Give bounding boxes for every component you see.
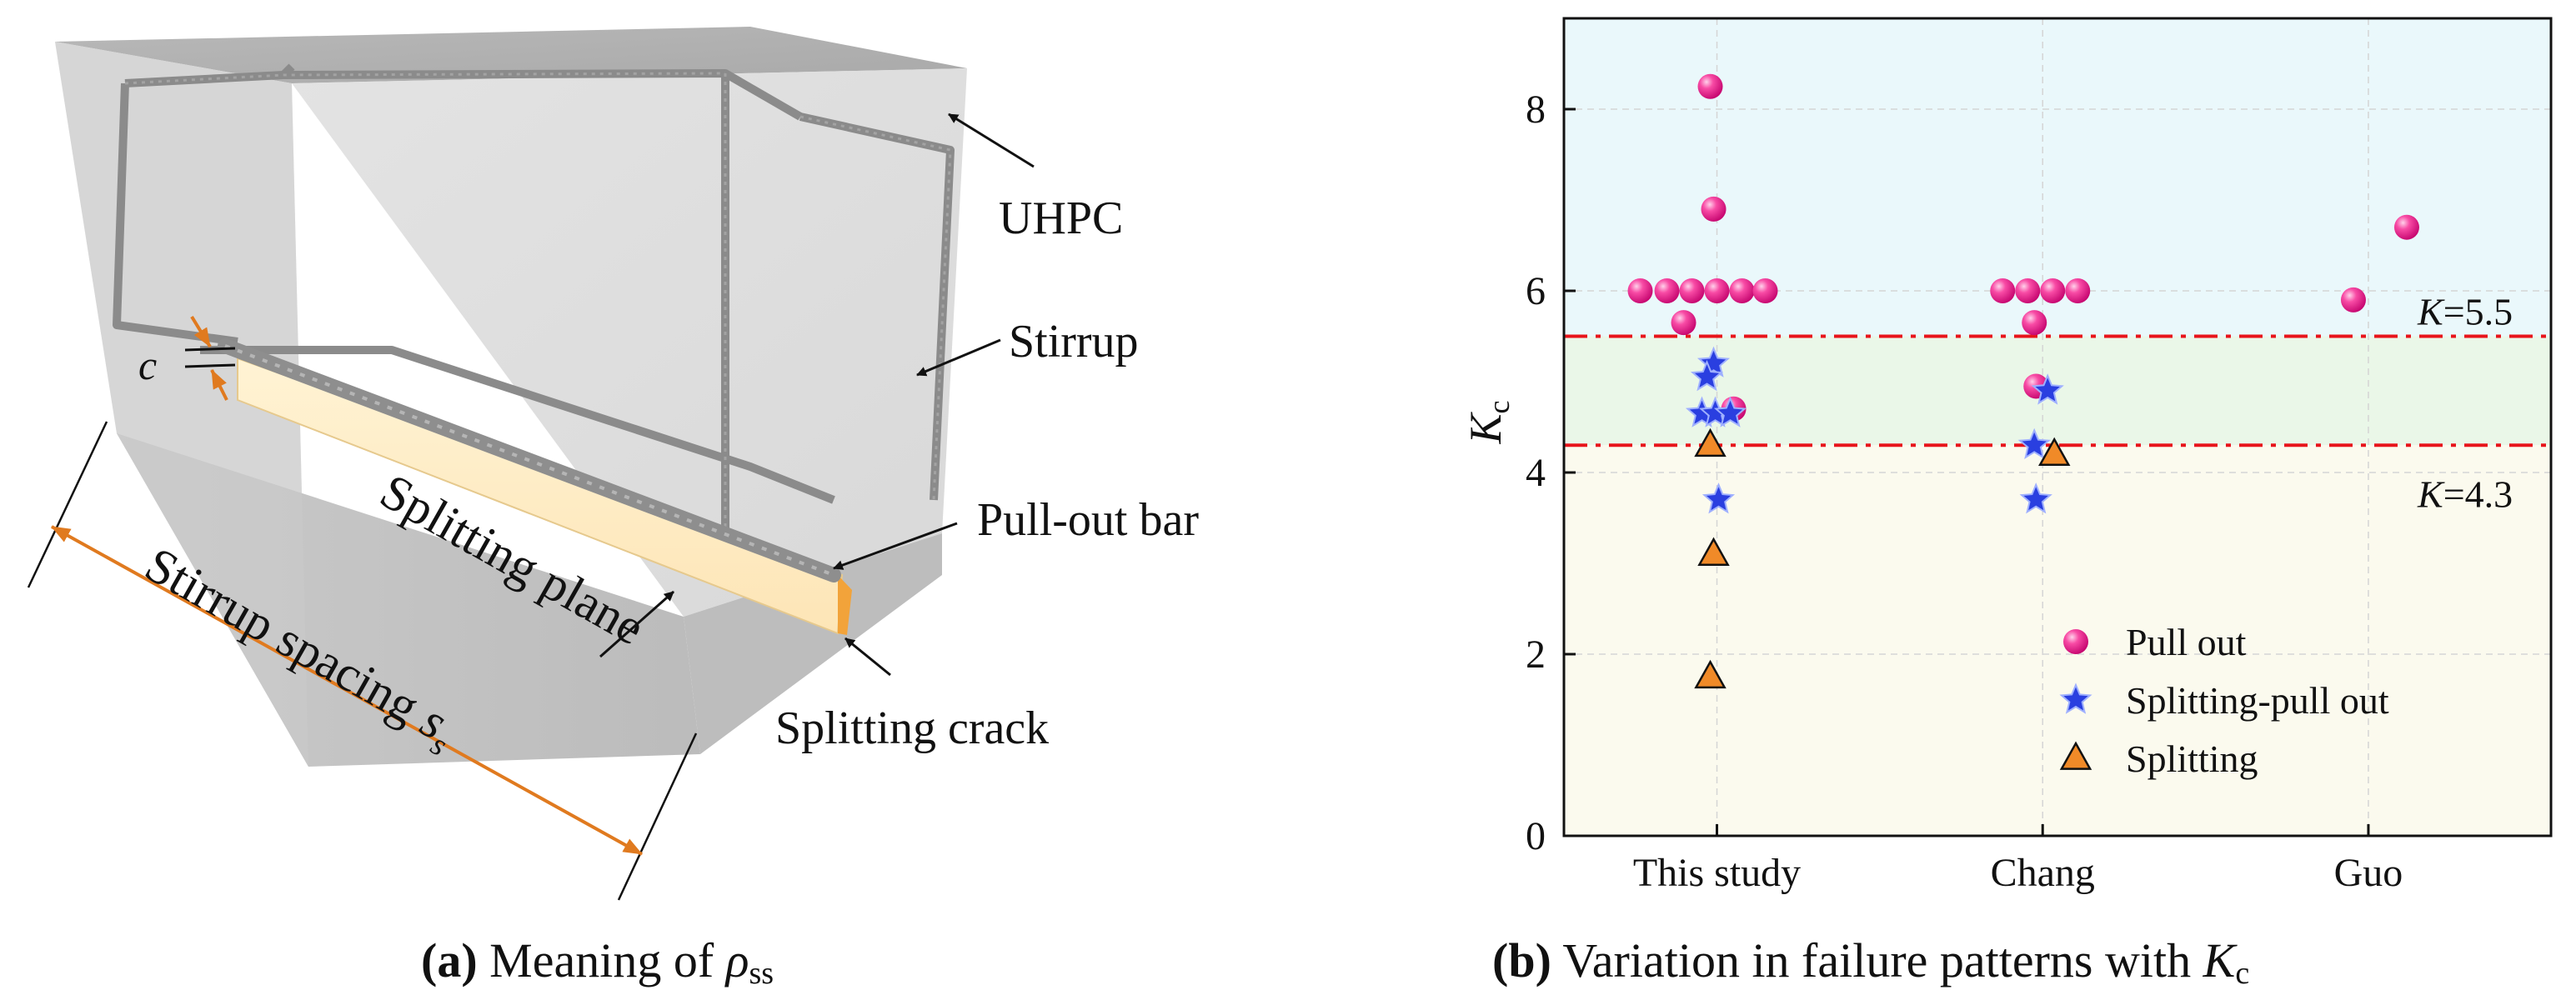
cover-arrow-top [190,315,212,348]
threshold-label: K=5.5 [2417,291,2513,333]
threshold-label: K=4.3 [2417,472,2513,515]
splitting-crack-label: Splitting crack [775,702,1049,754]
legend-label: Pull out [2126,621,2247,663]
splitting-pull-out-point [1701,482,1736,514]
data-points [1627,73,2419,689]
concrete-end-face [684,533,942,754]
plot-frame [1562,17,2553,838]
splitting-point [1694,428,1727,458]
cover-arrow-bottom [210,369,228,401]
panel-a-caption: (a) Meaning of ρss [421,933,774,991]
y-tick-label: 2 [1526,632,1546,677]
pull-out-point [1627,278,1653,303]
pull-out-point [1697,73,1723,99]
splitting-pull-out-point [2019,482,2052,514]
pull-out-point [1679,278,1705,303]
splitting-point [1697,537,1730,566]
concrete-side-face [292,68,967,617]
legend-marker-pull-out [2063,629,2088,654]
splitting-crack-leader [844,637,891,677]
pull-out-point [2340,287,2366,312]
x-tick-label: This study [1633,851,1801,895]
panel-a-illustration: c Stirrup spacing ss Splitting plane UHP… [27,27,1199,991]
pull-out-point [2015,278,2041,303]
pull-out-point [1654,278,1680,303]
legend-marker-splitting [2059,741,2092,770]
x-tick-label: Chang [1991,851,2095,895]
panel-b-caption: (b) Variation in failure patterns with K… [1492,933,2249,991]
gridlines [1564,18,2551,836]
splitting-pull-out-point [1713,396,1747,428]
spacing-dimension-arrow [51,525,643,856]
threshold-lines: K=5.5K=4.3 [1564,291,2551,515]
pull-out-point [2065,278,2091,303]
splitting-point [1694,659,1727,689]
y-axis-label: Kc [1461,400,1516,444]
cover-dimension-top [184,347,236,352]
splitting-crack-face [838,575,852,635]
pull-out-point [2022,310,2047,336]
pull-out-point [2393,214,2419,240]
splitting-plane-leader [599,590,674,658]
spacing-ext-right [617,732,698,901]
background-bands [1564,18,2551,836]
uhpc-label: UHPC [999,192,1123,244]
pull-out-bar-ribs [224,344,834,577]
y-tick-label: 0 [1526,814,1546,858]
legend-label: Splitting-pull out [2126,679,2389,722]
concrete-top-face [55,27,967,83]
band-splitting-region [1564,445,2551,836]
splitting-pull-out-point [1690,359,1724,392]
cover-label: c [138,342,157,388]
pull-out-point [1752,278,1778,303]
stirrup-leader [916,338,1001,377]
pull-out-point [1990,278,2016,303]
pull-out-point [1729,278,1755,303]
pull-out-point [1701,196,1727,222]
x-tick-label: Guo [2334,851,2403,895]
splitting-pull-out-point [2017,428,2051,460]
pullout-bar-leader [833,522,958,570]
spacing-ext-left [27,421,108,588]
splitting-point [2038,437,2071,467]
uhpc-leader [948,112,1035,168]
pull-out-point [2040,278,2066,303]
legend-marker-splitting-pull-out [2059,682,2092,714]
stirrup-texture [124,72,952,533]
pull-out-point [1671,310,1696,336]
splitting-pull-out-point [2031,373,2064,405]
legend-label: Splitting [2126,738,2258,780]
y-tick-label: 8 [1526,88,1546,132]
y-tick-label: 6 [1526,269,1546,313]
pullout-bar-label: Pull-out bar [977,494,1199,546]
cover-dimension-bottom [184,363,236,368]
y-tick-label: 4 [1526,451,1546,495]
pull-out-point [1704,278,1730,303]
stirrup-label: Stirrup [1009,316,1139,368]
